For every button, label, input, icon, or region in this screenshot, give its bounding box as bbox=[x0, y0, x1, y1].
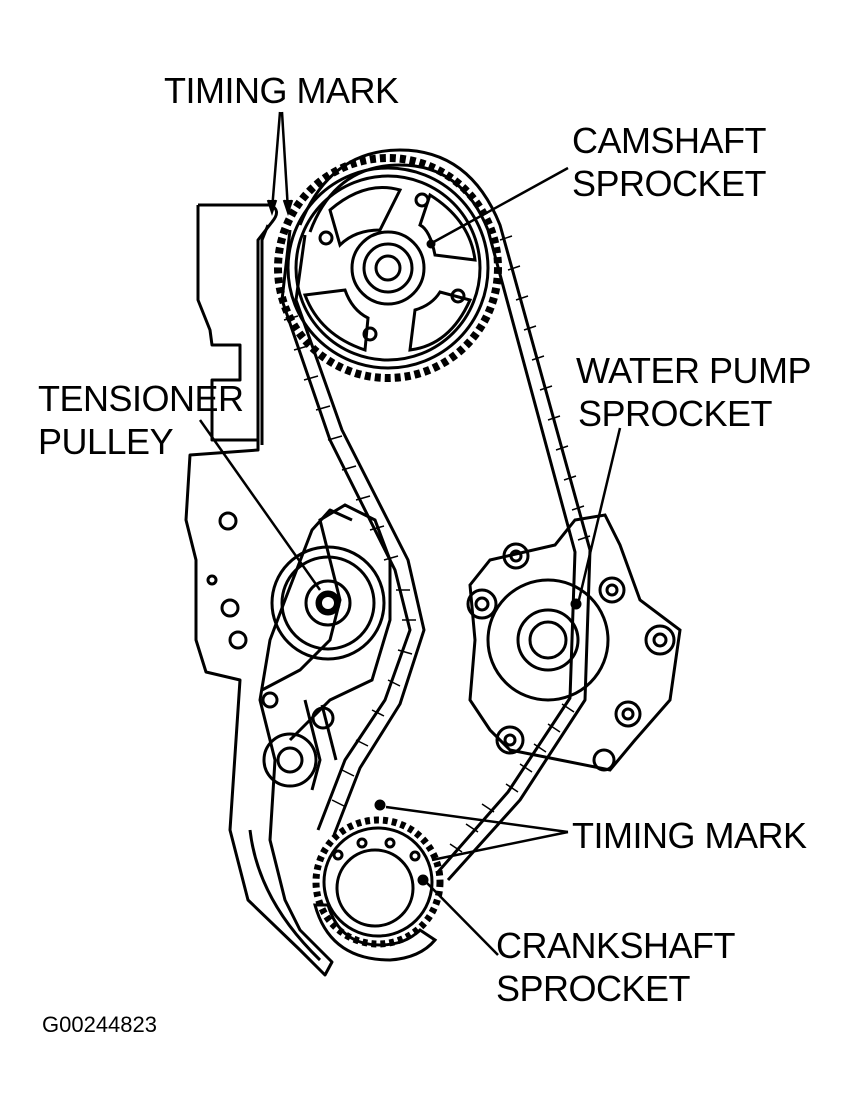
water-pump-sprocket bbox=[466, 513, 682, 772]
timing-mark-bottom-label: TIMING MARK bbox=[572, 815, 807, 856]
water-pump-label-line1: WATER PUMP bbox=[576, 350, 812, 391]
crankshaft-sprocket bbox=[312, 799, 444, 962]
tensioner-label-line2: PULLEY bbox=[38, 421, 174, 462]
camshaft-label-line2: SPROCKET bbox=[572, 163, 767, 204]
crankshaft-label-line2: SPROCKET bbox=[496, 968, 691, 1009]
figure-id: G00244823 bbox=[42, 1012, 157, 1037]
tensioner-pulley bbox=[270, 545, 386, 661]
camshaft-label-line1: CAMSHAFT bbox=[572, 120, 767, 161]
belt-teeth bbox=[283, 235, 591, 853]
leader-lines bbox=[198, 111, 622, 956]
crankshaft-label-line1: CRANKSHAFT bbox=[496, 925, 736, 966]
tensioner-label-line1: TENSIONER bbox=[38, 378, 244, 419]
tensioner-bracket bbox=[261, 503, 392, 791]
timing-mark-top-label: TIMING MARK bbox=[164, 70, 399, 111]
water-pump-label-line2: SPROCKET bbox=[578, 393, 773, 434]
engine-block-outline bbox=[184, 203, 353, 977]
camshaft-sprocket bbox=[274, 154, 502, 382]
